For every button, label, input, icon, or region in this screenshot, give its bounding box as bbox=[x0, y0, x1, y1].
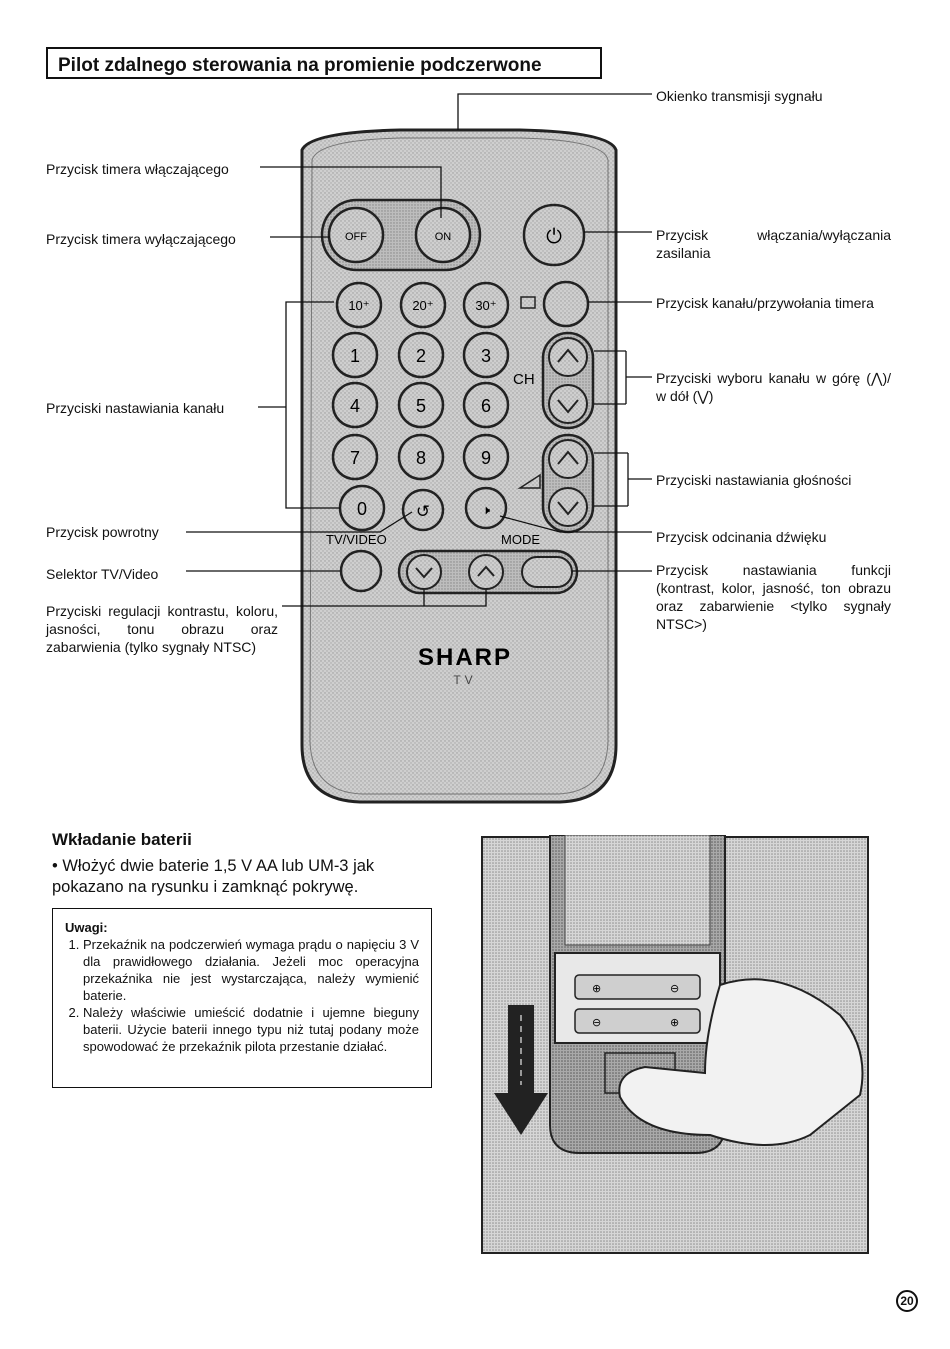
mute-button bbox=[464, 486, 508, 530]
ten-keys: 10⁺ 20⁺ 30⁺ bbox=[335, 281, 510, 329]
svg-text:⊕: ⊕ bbox=[670, 1016, 679, 1029]
key-4-label: 4 bbox=[350, 396, 360, 416]
key-20-label: 20⁺ bbox=[412, 298, 433, 313]
tv-video-button bbox=[339, 549, 383, 593]
notes-list: Przekaźnik na podczerwień wymaga prądu o… bbox=[65, 936, 419, 1055]
key-0-label: 0 bbox=[357, 499, 367, 519]
note-item: Należy właściwie umieścić dodatnie i uje… bbox=[83, 1004, 419, 1055]
battery-photo: ⊕ ⊖ ⊖ ⊕ bbox=[481, 835, 869, 1254]
label-off-timer: Przycisk timera wyłączającego bbox=[46, 231, 236, 247]
label-return: Przycisk powrotny bbox=[46, 524, 159, 540]
mode-label: MODE bbox=[501, 532, 540, 547]
battery-text: • Włożyć dwie baterie 1,5 V AA lub UM-3 … bbox=[52, 857, 375, 896]
channel-timer-button bbox=[542, 280, 590, 328]
tvvideo-label: TV/VIDEO bbox=[326, 532, 387, 547]
power-icon: ⏻ bbox=[546, 224, 562, 248]
key-7-label: 7 bbox=[350, 448, 360, 468]
brand-logo: SHARP bbox=[418, 644, 512, 671]
battery-2 bbox=[574, 1008, 701, 1034]
return-icon: ↺ bbox=[416, 502, 430, 522]
label-channel-updown: Przyciski wyboru kanału w górę (⋀)/ w dó… bbox=[656, 370, 891, 404]
label-on-timer: Przycisk timera włączającego bbox=[46, 161, 229, 177]
key-30-label: 30⁺ bbox=[475, 298, 496, 313]
svg-text:⊖: ⊖ bbox=[670, 982, 679, 995]
notes-title: Uwagi: bbox=[65, 920, 108, 935]
label-channel-timer: Przycisk kanału/przywołania timera bbox=[656, 295, 874, 311]
mode-button bbox=[521, 556, 573, 588]
off-timer-button bbox=[327, 206, 385, 264]
label-tv-video: Selektor TV/Video bbox=[46, 566, 159, 582]
label-channel-set: Przyciski nastawiania kanału bbox=[46, 400, 225, 416]
leader-lines bbox=[186, 93, 652, 607]
key-6-label: 6 bbox=[481, 396, 491, 416]
contrast-down-button bbox=[406, 554, 442, 590]
volume-icon bbox=[517, 473, 541, 489]
battery-heading: Wkładanie baterii bbox=[52, 830, 192, 849]
on-timer-button bbox=[414, 206, 472, 264]
label-signal-window: Okienko transmisji sygnału bbox=[656, 88, 823, 104]
battery-1 bbox=[574, 974, 701, 1000]
return-button bbox=[401, 488, 445, 532]
channel-up-button bbox=[548, 337, 588, 377]
key-3-label: 3 bbox=[481, 346, 491, 366]
page-number: 20 bbox=[896, 1290, 918, 1312]
brand-sub: TV bbox=[453, 673, 476, 687]
on-label: ON bbox=[435, 231, 452, 243]
label-contrast: Przyciski regulacji kontrastu, koloru, j… bbox=[46, 603, 278, 655]
power-button bbox=[522, 203, 586, 267]
mute-icon: 🕨 bbox=[482, 503, 490, 518]
channel-down-button bbox=[548, 384, 588, 424]
volume-down-button bbox=[548, 487, 588, 527]
remote-diagram: OFF ON ⏻ 10⁺ 20⁺ 30⁺ 1 2 3 4 5 6 7 8 9 0 bbox=[186, 93, 652, 804]
svg-text:⊖: ⊖ bbox=[592, 1016, 601, 1029]
label-function: Przycisk nastawiania funkcji (kontrast, … bbox=[656, 562, 891, 632]
label-power: Przycisk włączania/wyłączania zasilania bbox=[656, 227, 891, 261]
off-label: OFF bbox=[345, 231, 367, 243]
digit-keys: 1 2 3 4 5 6 7 8 9 0 bbox=[331, 331, 510, 532]
notes-box: Uwagi: Przekaźnik na podczerwień wymaga … bbox=[52, 908, 432, 1088]
ch-label: CH bbox=[513, 371, 535, 388]
contrast-up-button bbox=[468, 554, 504, 590]
hand-icon bbox=[618, 978, 864, 1146]
key-5-label: 5 bbox=[416, 396, 426, 416]
svg-text:⊕: ⊕ bbox=[592, 982, 601, 995]
key-1-label: 1 bbox=[350, 346, 360, 366]
volume-up-button bbox=[548, 439, 588, 479]
note-item: Przekaźnik na podczerwień wymaga prądu o… bbox=[83, 936, 419, 1004]
key-2-label: 2 bbox=[416, 346, 426, 366]
key-9-label: 9 bbox=[481, 448, 491, 468]
chevron-down-icon bbox=[557, 399, 579, 414]
key-8-label: 8 bbox=[416, 448, 426, 468]
label-volume: Przyciski nastawiania głośności bbox=[656, 472, 852, 488]
timer-recall-icon bbox=[520, 296, 536, 309]
chevron-up-icon bbox=[557, 348, 579, 363]
key-10-label: 10⁺ bbox=[348, 298, 369, 313]
page-title: Pilot zdalnego sterowania na promienie p… bbox=[46, 47, 602, 79]
label-mute: Przycisk odcinania dźwięku bbox=[656, 529, 827, 545]
